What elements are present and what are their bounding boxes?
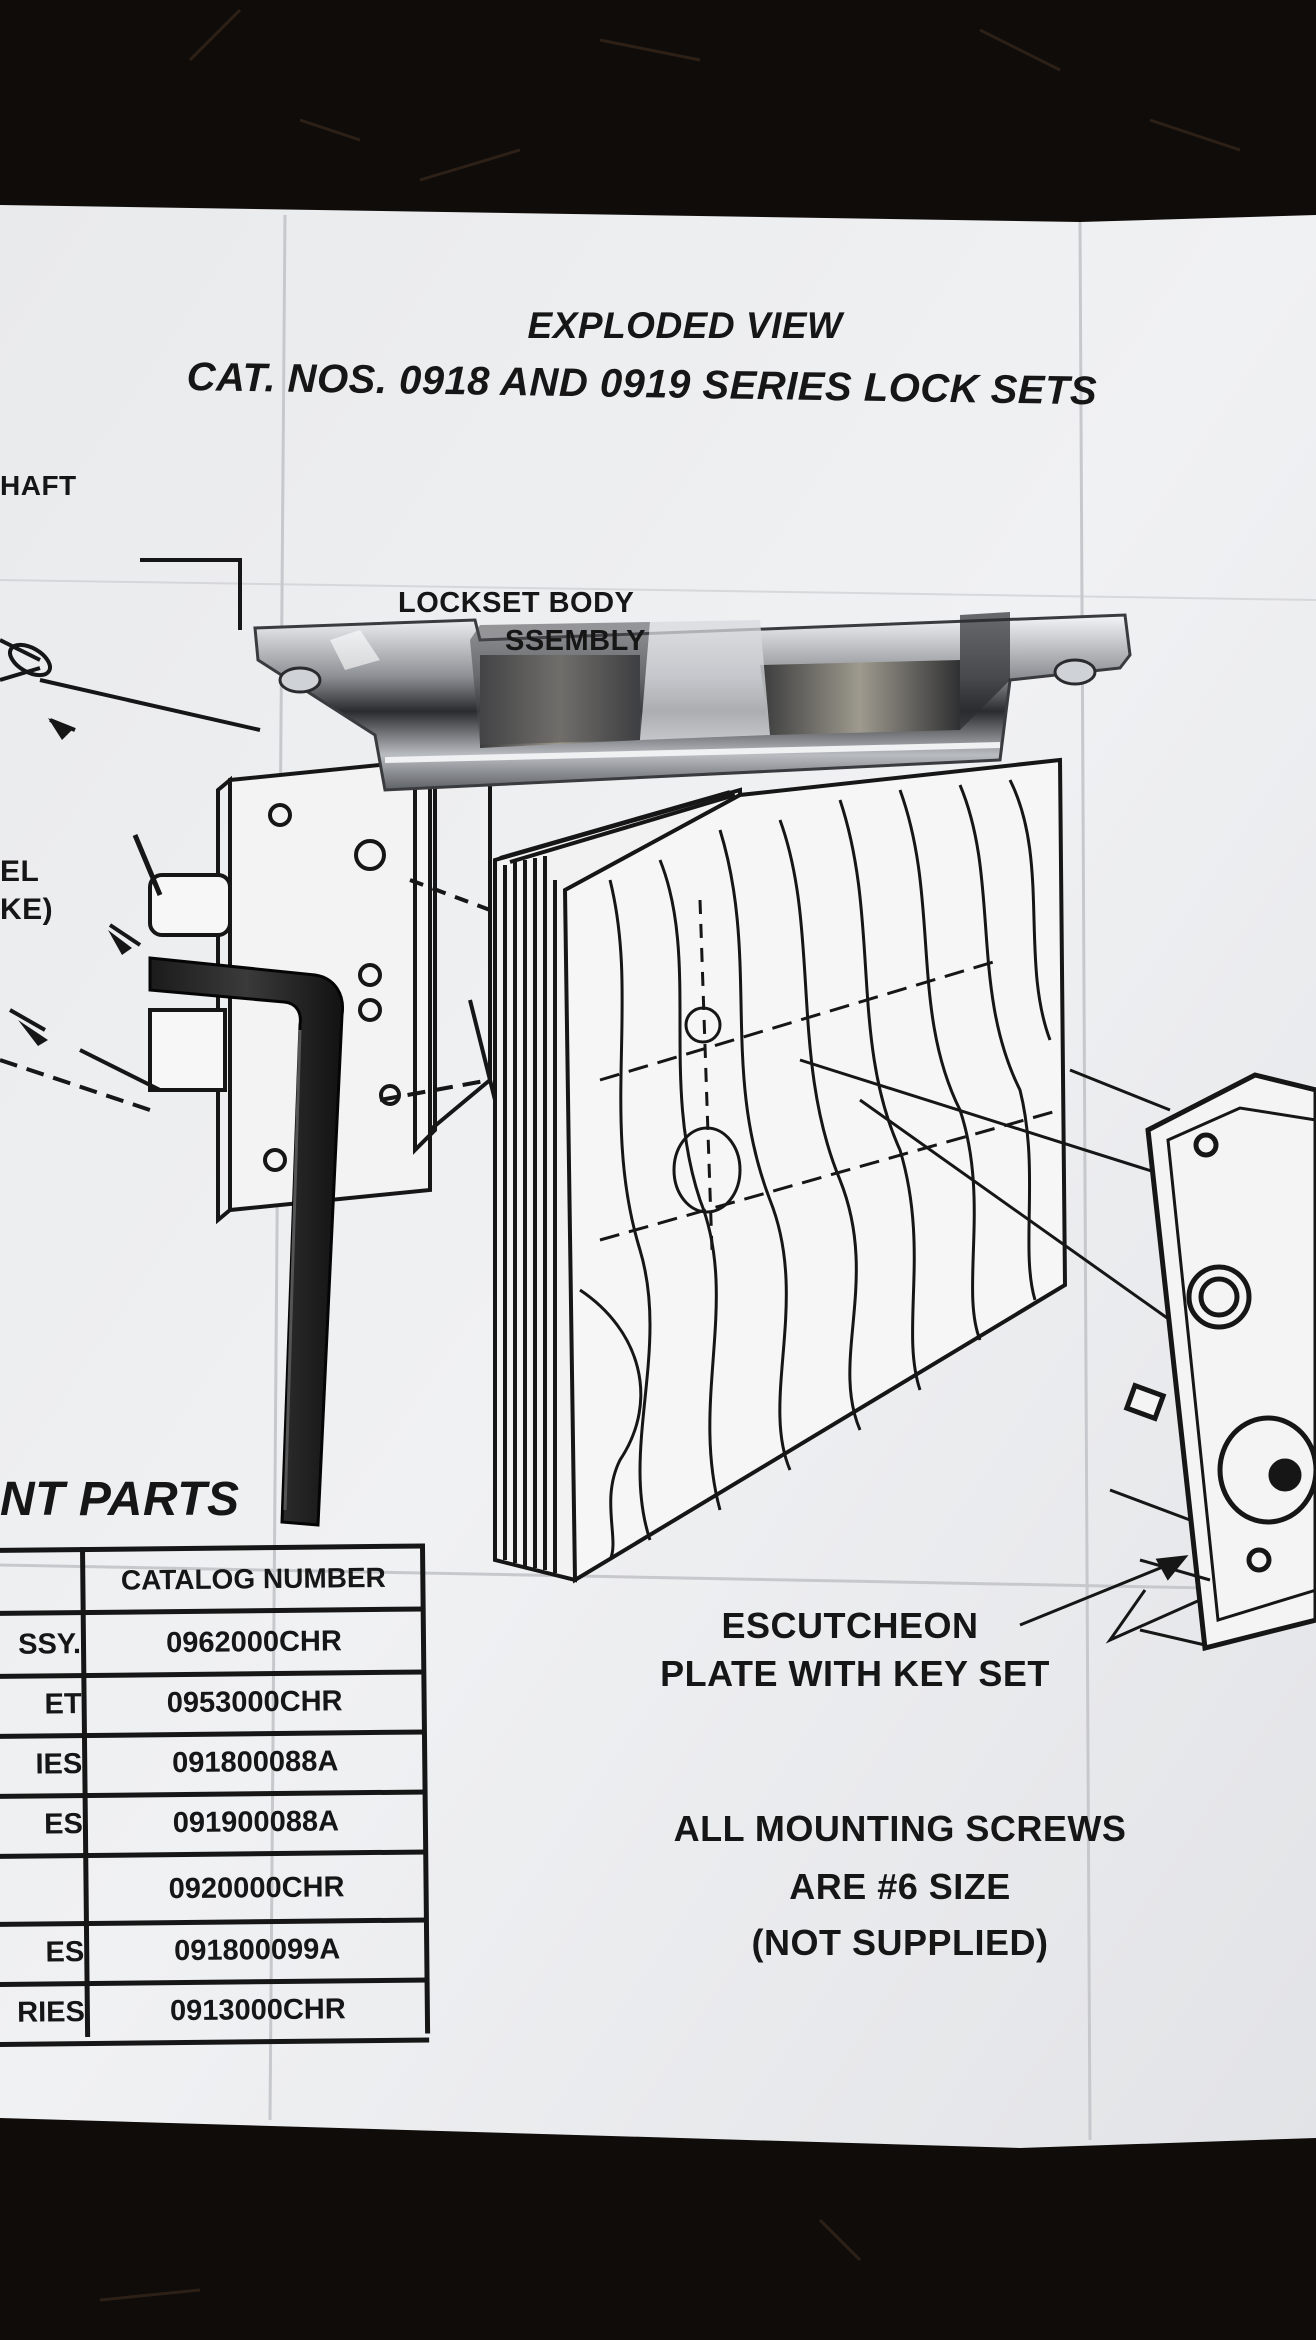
screws-note-line1: ALL MOUNTING SCREWS xyxy=(673,1808,1127,1849)
row-cell-catalog-number: 091800099A xyxy=(173,1932,341,1967)
row-cell-description xyxy=(0,1859,90,1922)
header-cell-col1 xyxy=(0,1552,87,1611)
escutcheon-plate-drawing xyxy=(1105,1072,1316,1652)
parts-heading: NT PARTS xyxy=(0,1473,240,1526)
door-drawing xyxy=(493,757,1068,1584)
lockset-body-label-line2: SSEMBLY xyxy=(505,625,647,657)
table-row: RIES 0913000CHR xyxy=(0,1979,430,2047)
row-cell-description: ET xyxy=(44,1687,82,1720)
surface-scratches xyxy=(99,8,1241,2302)
screws-note-line2: ARE #6 SIZE xyxy=(789,1866,1011,1907)
table-row: ES 091900088A xyxy=(0,1791,428,1859)
hex-key xyxy=(148,956,345,1527)
table-row: ET 0953000CHR xyxy=(0,1671,426,1739)
lockset-body-label-line1: LOCKSET BODY xyxy=(398,587,635,619)
document-title: EXPLODED VIEW xyxy=(527,305,843,346)
row-cell-catalog-number: 091800088A xyxy=(172,1744,339,1779)
row-cell-catalog-number: 0953000CHR xyxy=(166,1684,343,1719)
screw-icons xyxy=(18,718,132,1046)
row-cell-catalog-number: 0920000CHR xyxy=(168,1870,345,1905)
header-cell-catalog-number: CATALOG NUMBER xyxy=(120,1561,386,1596)
row-cell-catalog-number: 091900088A xyxy=(172,1804,340,1839)
door-holes xyxy=(599,899,1061,1251)
escutcheon-label-line2: PLATE WITH KEY SET xyxy=(660,1653,1050,1694)
row-cell-description: IES xyxy=(35,1747,83,1781)
table-row: SSY. 0962000CHR xyxy=(0,1611,426,1679)
shaft-label: HAFT xyxy=(0,470,77,501)
chrome-strike-plate xyxy=(253,612,1132,792)
bevel-label-line1: EL xyxy=(0,855,40,888)
projection-lines xyxy=(799,1058,1181,1322)
row-cell-catalog-number: 0962000CHR xyxy=(165,1624,343,1659)
screws-note-line3: (NOT SUPPLIED) xyxy=(751,1922,1049,1963)
wood-grain xyxy=(579,779,1052,1561)
pointer-arrow xyxy=(1019,1555,1189,1627)
table-row: IES 091800088A xyxy=(0,1731,427,1799)
row-cell-description: RIES xyxy=(17,1995,86,2029)
table-row: 0920000CHR xyxy=(0,1855,428,1927)
table-row: ES 091800099A xyxy=(0,1919,429,1987)
row-cell-description: ES xyxy=(44,1807,84,1840)
row-cell-catalog-number: 0913000CHR xyxy=(169,1992,346,2027)
escutcheon-label-line1: ESCUTCHEON xyxy=(721,1605,979,1646)
row-cell-description: SSY. xyxy=(17,1627,82,1661)
table-header-row: CATALOG NUMBER xyxy=(0,1548,425,1616)
bevel-label-line2: KE) xyxy=(0,893,54,926)
row-cell-description: ES xyxy=(45,1935,85,1968)
